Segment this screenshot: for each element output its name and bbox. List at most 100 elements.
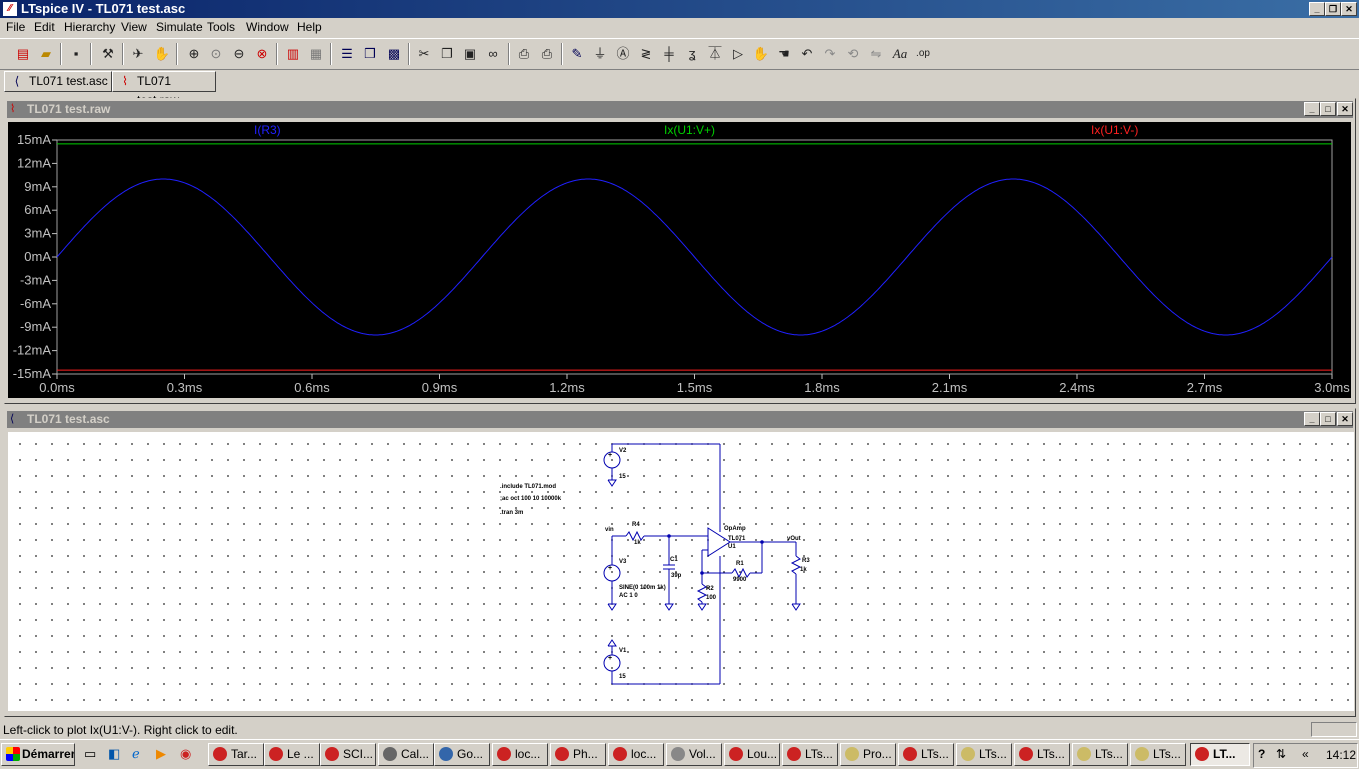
schematic-window-title-bar[interactable]: ⟨ TL071 test.asc _ □ ✕: [7, 411, 1353, 428]
menu-simulate[interactable]: Simulate: [156, 20, 203, 34]
find-icon[interactable]: ∞: [488, 46, 498, 61]
net-label-vin[interactable]: vin: [605, 527, 614, 533]
taskbar-button[interactable]: LTs...: [782, 743, 838, 766]
print-preview-icon[interactable]: ⎙: [518, 46, 530, 61]
copy-icon[interactable]: ❐: [441, 46, 453, 61]
menu-view[interactable]: View: [121, 20, 147, 34]
chrome-icon[interactable]: ◉: [180, 746, 192, 761]
menu-hierarchy[interactable]: Hierarchy: [64, 20, 116, 34]
redo-icon[interactable]: ↷: [824, 46, 836, 61]
tab-waveform[interactable]: ⌇ TL071 test.raw: [112, 71, 216, 107]
run-icon[interactable]: ✈: [132, 46, 144, 61]
schematic-maximize-button[interactable]: □: [1320, 412, 1336, 426]
schematic-close-button[interactable]: ✕: [1337, 412, 1353, 426]
media-player-icon[interactable]: ▶: [156, 746, 166, 761]
language-icon[interactable]: ⇅: [1276, 747, 1287, 761]
label-net-icon[interactable]: Ⓐ: [616, 46, 630, 61]
control-panel-icon[interactable]: ⚒: [102, 46, 114, 61]
cascade-icon[interactable]: ❒: [364, 46, 376, 61]
open-icon[interactable]: ▰: [41, 46, 51, 61]
trace-label-ir3[interactable]: I(R3): [254, 123, 281, 137]
taskbar-button[interactable]: Lou...: [724, 743, 780, 766]
diode-icon[interactable]: ⏄: [708, 46, 722, 61]
component-icon[interactable]: ▷: [733, 46, 743, 61]
tile-vertical-icon[interactable]: ▩: [387, 46, 401, 61]
taskbar-button-label: LT...: [1213, 747, 1236, 761]
ground-icon[interactable]: ⏚: [593, 46, 607, 61]
halt-icon[interactable]: ✋: [153, 46, 171, 61]
new-schematic-icon[interactable]: ▤: [16, 46, 30, 61]
trace-label-ix-vplus[interactable]: Ix(U1:V+): [664, 123, 716, 137]
inductor-icon[interactable]: ʓ: [688, 46, 696, 61]
close-button[interactable]: ✕: [1341, 2, 1357, 16]
taskbar-button[interactable]: Le ...: [264, 743, 320, 766]
trace-label-ix-vminus[interactable]: Ix(U1:V-): [1091, 123, 1139, 137]
drag-icon[interactable]: ☚: [778, 46, 790, 61]
taskbar-button-label: LTs...: [805, 747, 833, 761]
waveform-maximize-button[interactable]: □: [1320, 102, 1336, 116]
waveform-window-title-bar[interactable]: ⌇ TL071 test.raw _ □ ✕: [7, 101, 1353, 118]
start-button[interactable]: Démarrer: [1, 743, 75, 766]
taskbar-button-label: Vol...: [689, 747, 716, 761]
print-icon[interactable]: ⎙: [541, 46, 553, 61]
autorange-icon[interactable]: ▥: [286, 46, 300, 61]
paste-icon[interactable]: ▣: [463, 46, 477, 61]
tab-schematic[interactable]: ⟨ TL071 test.asc: [4, 71, 112, 92]
taskbar-button[interactable]: loc...: [492, 743, 548, 766]
taskbar-button[interactable]: LTs...: [956, 743, 1012, 766]
directive-ac[interactable]: ;ac oct 100 10 10000k: [500, 496, 562, 502]
move-icon[interactable]: ✋: [752, 46, 770, 61]
desktop-icon[interactable]: ▭: [84, 746, 97, 761]
text-icon[interactable]: Aa: [892, 46, 908, 61]
restore-button[interactable]: ❐: [1325, 2, 1341, 16]
mirror-icon[interactable]: ⇋: [870, 46, 882, 61]
tray-chevron[interactable]: «: [1302, 747, 1309, 761]
taskbar-button[interactable]: Go...: [434, 743, 490, 766]
taskbar-button[interactable]: LTs...: [1072, 743, 1128, 766]
plot-settings-icon[interactable]: ▦: [309, 46, 323, 61]
directive-include[interactable]: .include TL071.mod: [500, 484, 556, 490]
explorer-icon[interactable]: ◧: [108, 746, 121, 761]
undo-icon[interactable]: ↶: [801, 46, 813, 61]
taskbar-button[interactable]: LTs...: [898, 743, 954, 766]
menu-file[interactable]: File: [6, 20, 26, 34]
menu-window[interactable]: Window: [246, 20, 289, 34]
taskbar-button[interactable]: Cal...: [378, 743, 434, 766]
menu-tools[interactable]: Tools: [207, 20, 236, 34]
draw-wire-icon[interactable]: ✎: [571, 46, 583, 61]
ie-icon[interactable]: ℯ: [132, 746, 140, 761]
zoom-area-icon[interactable]: ⊙: [210, 46, 222, 61]
waveform-close-button[interactable]: ✕: [1337, 102, 1353, 116]
capacitor-icon[interactable]: ╪: [664, 46, 674, 61]
menu-edit[interactable]: Edit: [34, 20, 55, 34]
spice-directive-icon[interactable]: .op: [916, 48, 930, 59]
schematic-minimize-button[interactable]: _: [1304, 412, 1320, 426]
taskbar-button[interactable]: LTs...: [1130, 743, 1186, 766]
taskbar-button[interactable]: loc...: [608, 743, 664, 766]
taskbar-button[interactable]: Ph...: [550, 743, 606, 766]
taskbar-button[interactable]: SCI...: [320, 743, 376, 766]
menu-help[interactable]: Help: [297, 20, 322, 34]
waveform-minimize-button[interactable]: _: [1304, 102, 1320, 116]
rotate-icon[interactable]: ⟲: [847, 46, 859, 61]
cut-icon[interactable]: ✂: [418, 46, 430, 61]
taskbar-button-label: Cal...: [401, 747, 430, 761]
taskbar-button[interactable]: LTs...: [1014, 743, 1070, 766]
window-title-bar[interactable]: ⁄⁄ LTspice IV - TL071 test.asc _ ❐ ✕: [0, 0, 1359, 18]
directive-tran[interactable]: .tran 3m: [500, 510, 523, 516]
tile-horizontal-icon[interactable]: ☰: [341, 46, 353, 61]
taskbar-button[interactable]: LT...: [1190, 743, 1250, 766]
taskbar-button[interactable]: Tar...: [208, 743, 264, 766]
zoom-out-icon[interactable]: ⊖: [233, 46, 245, 61]
net-label-vout[interactable]: vOut: [787, 536, 801, 542]
zoom-cancel-icon[interactable]: ⊗: [256, 46, 268, 61]
minimize-button[interactable]: _: [1309, 2, 1325, 16]
zoom-in-icon[interactable]: ⊕: [188, 46, 200, 61]
taskbar-button[interactable]: Pro...: [840, 743, 896, 766]
taskbar-button[interactable]: Vol...: [666, 743, 722, 766]
resistor-icon[interactable]: ≷: [640, 46, 652, 61]
save-icon[interactable]: ▪: [73, 46, 79, 61]
help-icon[interactable]: ?: [1258, 747, 1266, 761]
schematic-canvas[interactable]: + + + .include TL071.mod ;ac oct 100 10 …: [8, 432, 1354, 711]
